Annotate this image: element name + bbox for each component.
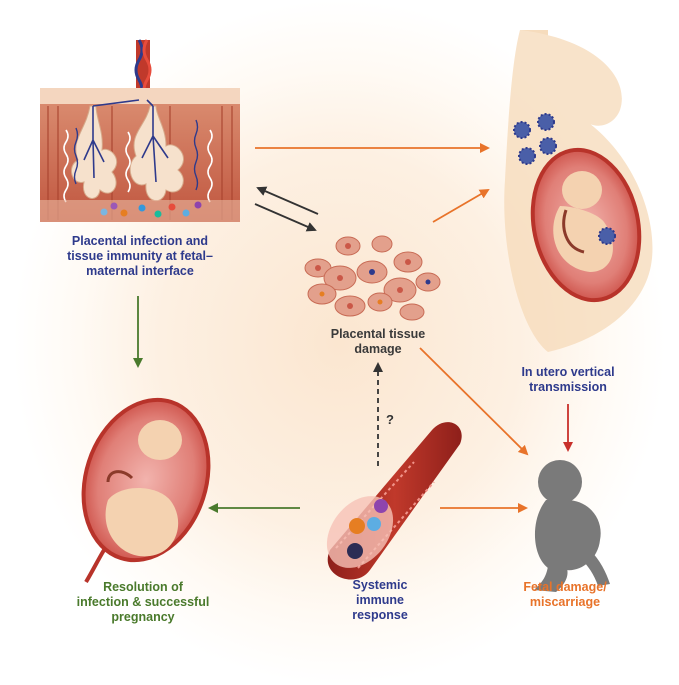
label-line: maternal interface <box>86 264 194 278</box>
label-line: Fetal damage/ <box>523 580 607 594</box>
arrow-damage-to-fetal-damage <box>419 347 529 456</box>
label-line: Placental tissue <box>330 327 426 341</box>
label-line: infection & successful <box>76 595 210 609</box>
arrows <box>133 143 573 513</box>
label-line: miscarriage <box>529 595 601 609</box>
label-line: Placental infection and <box>71 234 209 248</box>
question-mark: ? <box>386 412 394 427</box>
label-line: Resolution of <box>103 580 183 594</box>
label-systemic-response: Systemic immune response <box>335 578 425 623</box>
fetus-silhouette-icon <box>534 460 610 592</box>
arrow-damage-to-transmission <box>432 188 490 223</box>
label-vertical-transmission: In utero vertical transmission <box>513 365 623 395</box>
label-resolution: Resolution of infection & successful pre… <box>68 580 218 625</box>
label-line: In utero vertical <box>521 365 615 379</box>
label-line: transmission <box>529 380 607 394</box>
label-line: tissue immunity at fetal– <box>67 249 213 263</box>
label-placental-infection: Placental infection and tissue immunity … <box>55 234 225 279</box>
label-fetal-damage: Fetal damage/ miscarriage <box>500 580 630 610</box>
fetus-in-uterus-illustration <box>81 397 211 584</box>
virus-icon <box>513 113 616 245</box>
pregnant-woman-virus-illustration <box>504 30 653 352</box>
label-placental-damage: Placental tissue damage <box>318 327 438 357</box>
label-line: immune <box>356 593 404 607</box>
label-line: damage <box>354 342 402 356</box>
arrow-damage-to-placenta <box>256 186 319 215</box>
placenta-villi-illustration <box>40 39 240 222</box>
blood-vessel-immune-cells-illustration <box>326 422 462 580</box>
label-line: Systemic <box>352 578 408 592</box>
label-line: pregnancy <box>111 610 175 624</box>
label-line: response <box>352 608 408 622</box>
damaged-tissue-cells-illustration <box>304 235 441 321</box>
arrow-placenta-to-damage <box>254 203 317 232</box>
